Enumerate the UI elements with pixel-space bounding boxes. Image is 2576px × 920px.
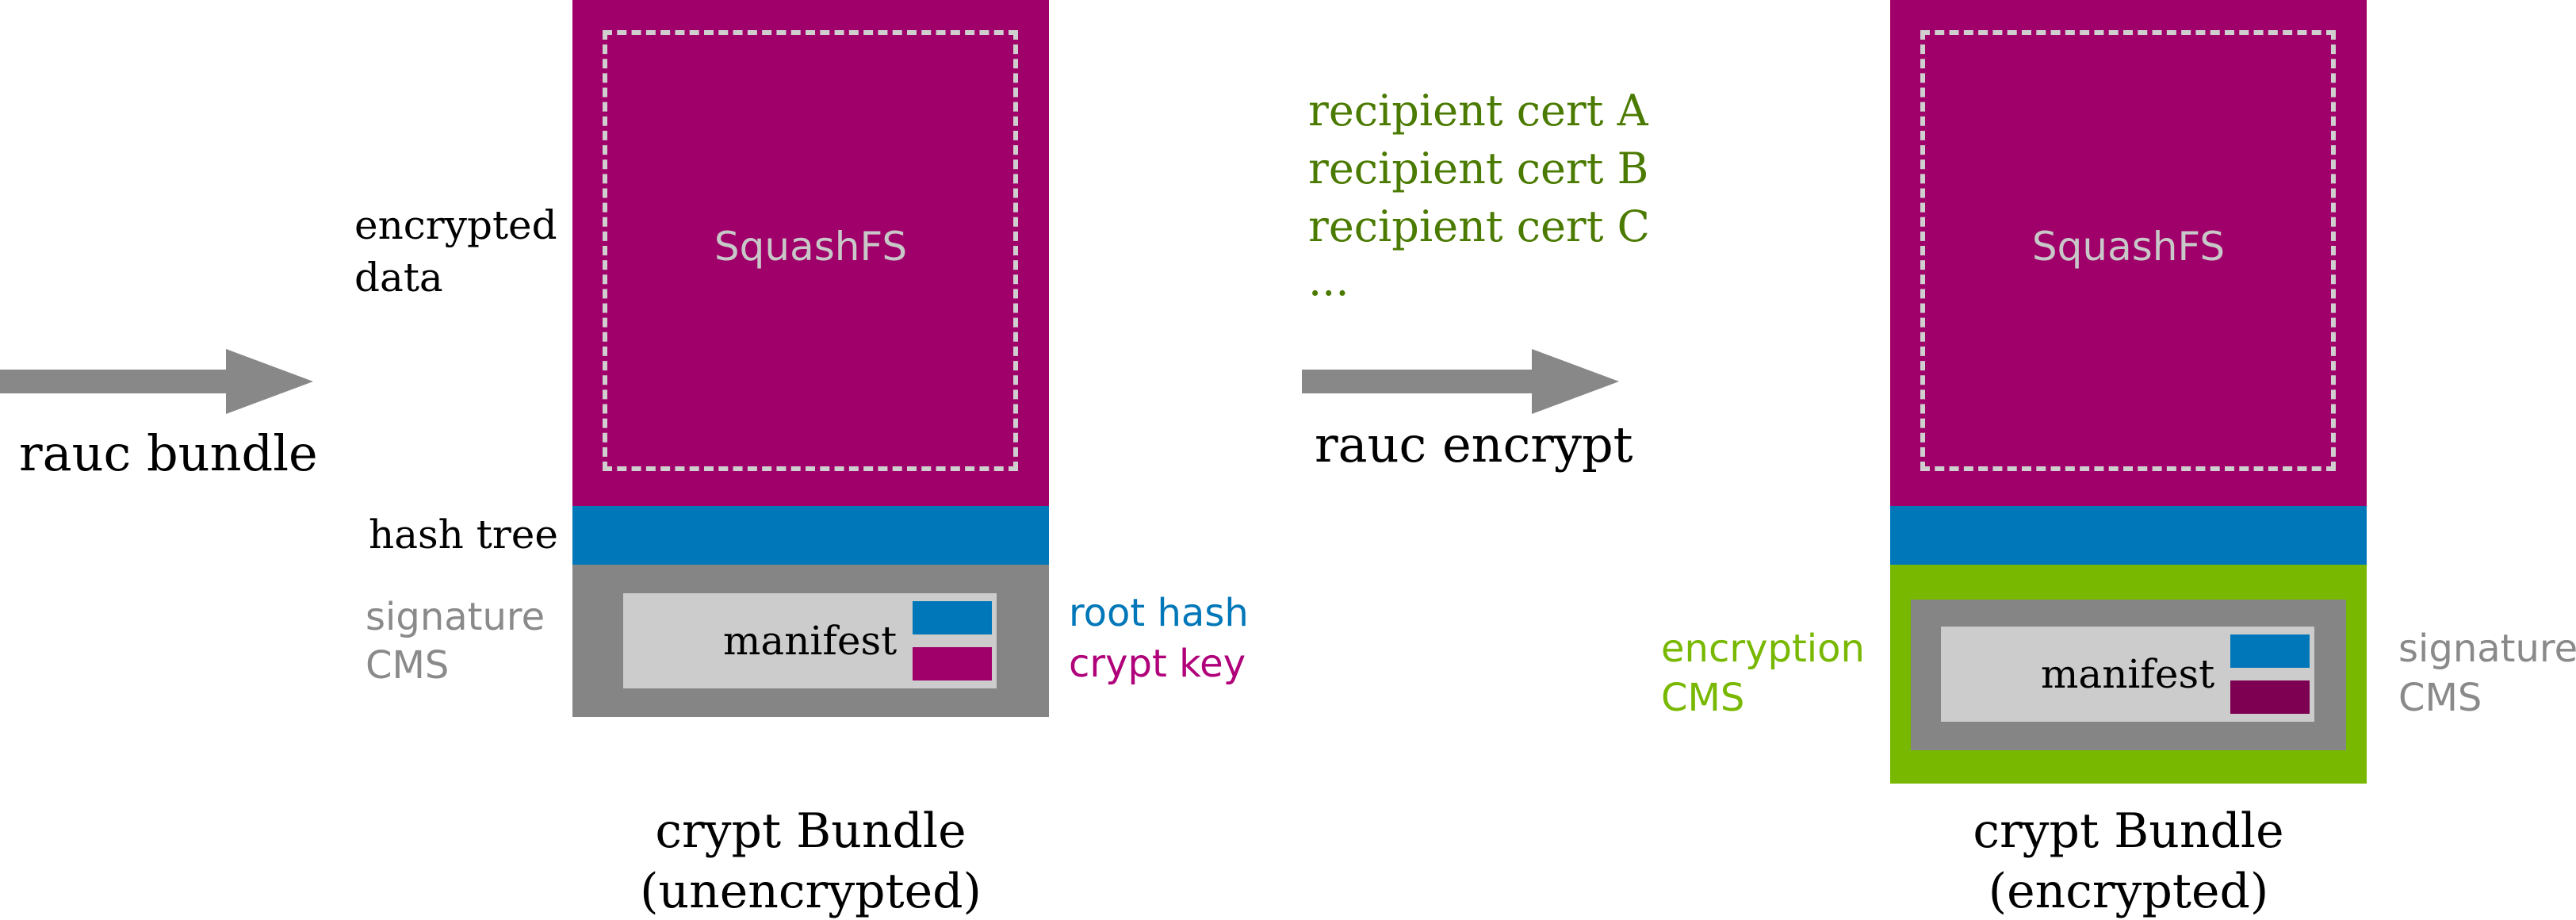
signature-cms-label-right-line2: CMS bbox=[2398, 676, 2482, 720]
squashfs-block-left: SquashFS bbox=[572, 0, 1049, 506]
signature-cms-block-left: manifest bbox=[572, 565, 1049, 717]
encrypted-data-label-line1: encrypted bbox=[354, 202, 557, 248]
squashfs-outline-left bbox=[603, 30, 1018, 471]
squashfs-label-right: SquashFS bbox=[2031, 224, 2226, 270]
recipient-cert-ellipsis: ... bbox=[1308, 255, 1349, 305]
encrypted-data-label-line2: data bbox=[354, 255, 443, 301]
manifest-box-right: manifest bbox=[1941, 627, 2314, 722]
squashfs-block-right: SquashFS bbox=[1890, 0, 2367, 506]
right-caption-line2: (encrypted) bbox=[1988, 864, 2269, 919]
hash-tree-label: hash tree bbox=[369, 512, 558, 558]
rauc-encrypt-label: rauc encrypt bbox=[1315, 416, 1633, 473]
right-caption-line1: crypt Bundle bbox=[1973, 803, 2284, 859]
encrypt-arrow bbox=[1302, 349, 1619, 414]
left-caption-line2: (unencrypted) bbox=[640, 864, 982, 919]
recipient-cert-c: recipient cert C bbox=[1308, 201, 1650, 251]
signature-cms-label-line1: signature bbox=[366, 595, 545, 639]
crypt-key-chip-left bbox=[913, 647, 992, 680]
signature-cms-label-right-line1: signature bbox=[2398, 627, 2576, 671]
recipient-cert-b: recipient cert B bbox=[1308, 144, 1649, 194]
manifest-label-left: manifest bbox=[723, 618, 898, 664]
root-hash-chip-right bbox=[2230, 634, 2310, 668]
encryption-cms-block: manifest bbox=[1890, 565, 2367, 784]
squashfs-outline-right bbox=[1920, 30, 2336, 471]
crypt-key-chip-right bbox=[2230, 680, 2310, 714]
hash-tree-block-left bbox=[572, 506, 1049, 565]
signature-cms-label-line2: CMS bbox=[366, 643, 450, 688]
squashfs-label-left: SquashFS bbox=[714, 224, 908, 270]
manifest-box-left: manifest bbox=[623, 593, 997, 688]
root-hash-label: root hash bbox=[1069, 591, 1249, 635]
recipient-cert-a: recipient cert A bbox=[1308, 86, 1648, 136]
left-caption-line1: crypt Bundle bbox=[655, 803, 966, 859]
encryption-cms-label-line1: encryption bbox=[1661, 627, 1865, 671]
root-hash-chip-left bbox=[913, 601, 992, 634]
crypt-key-label: crypt key bbox=[1069, 642, 1246, 686]
rauc-bundle-label: rauc bundle bbox=[19, 424, 318, 482]
hash-tree-block-right bbox=[1890, 506, 2367, 565]
bundle-arrow bbox=[0, 349, 313, 414]
signature-cms-block-right: manifest bbox=[1911, 600, 2346, 750]
encryption-cms-label-line2: CMS bbox=[1661, 676, 1745, 720]
manifest-label-right: manifest bbox=[2041, 651, 2215, 697]
